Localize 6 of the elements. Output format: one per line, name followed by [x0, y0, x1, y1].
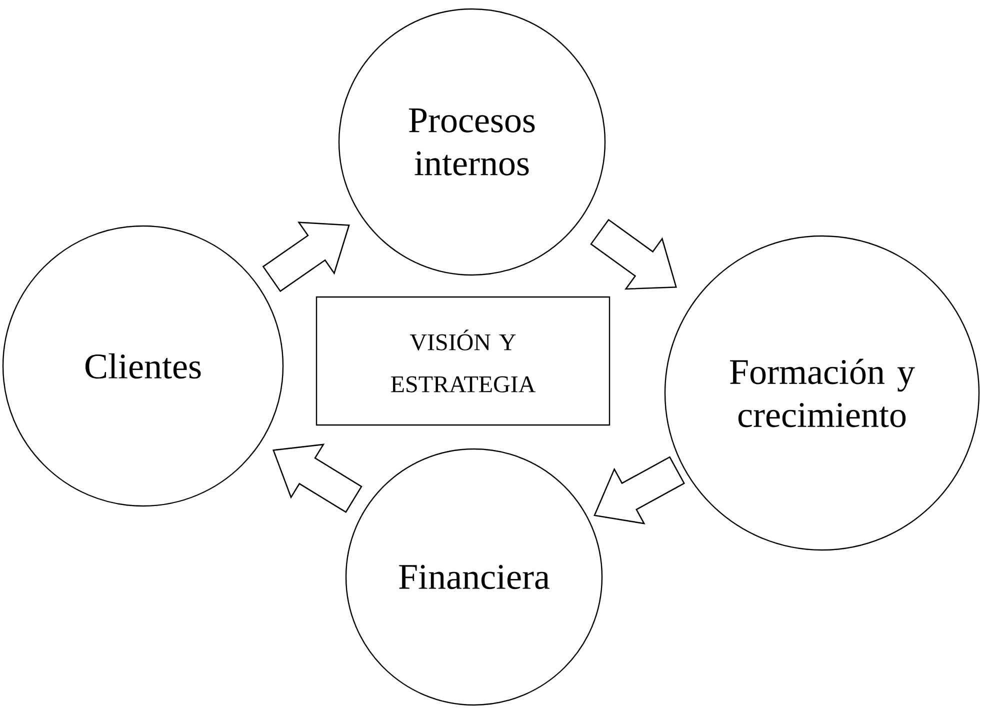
circle-node: Clientes: [2, 225, 284, 507]
circle-node: Formación y crecimiento: [664, 235, 980, 551]
circle-node: Procesos internos: [338, 8, 606, 276]
circle-node: Financiera: [345, 448, 603, 706]
center-box: VISIÓN Y ESTRATEGIA: [316, 296, 610, 426]
block-arrow: [272, 444, 362, 513]
